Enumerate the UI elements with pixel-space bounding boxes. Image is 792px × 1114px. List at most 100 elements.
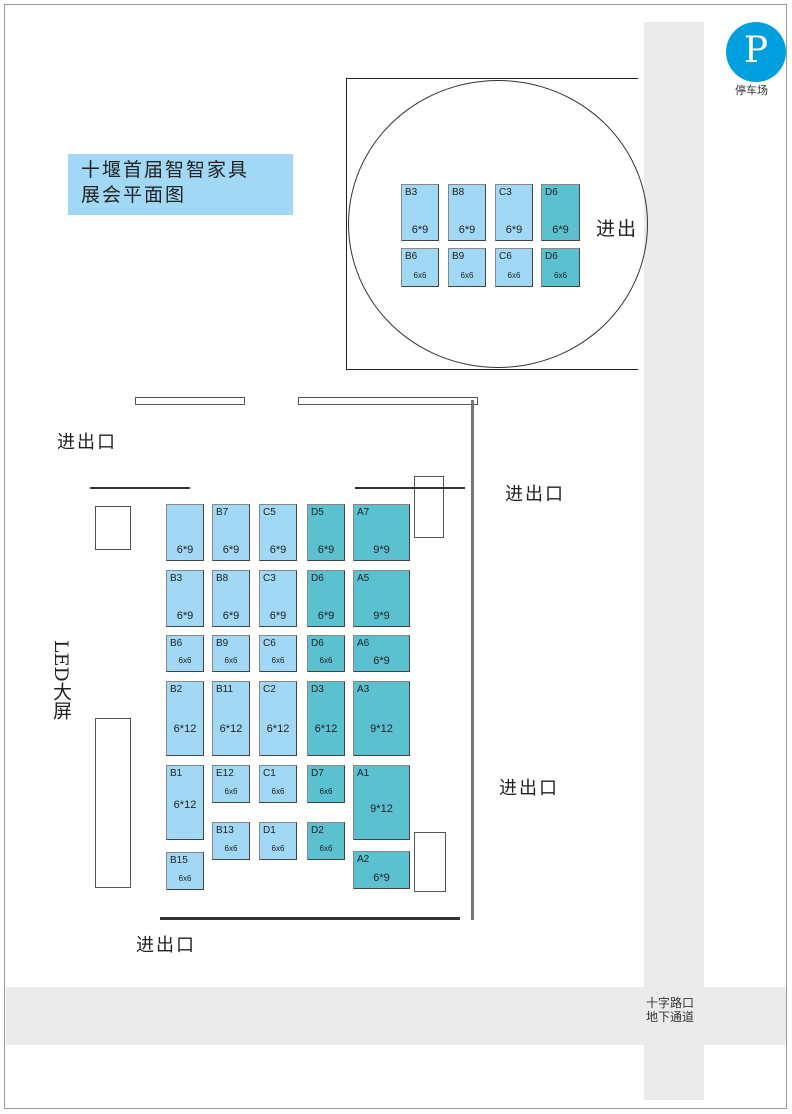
booth-id: B1 [170,768,183,779]
stair-right [414,832,446,892]
booth-id: B8 [452,187,465,198]
booth-id: D6 [311,573,324,584]
circular-hall [348,80,648,368]
booth[interactable]: B8 6*9 [212,570,250,627]
booth-id: E12 [216,768,234,779]
stair-left [95,718,131,888]
booth-size: 6x6 [271,787,285,796]
booth-id: B13 [216,825,234,836]
booth-size: 6*9 [176,610,194,622]
wall-right [471,400,474,920]
wall-top-left [135,397,245,405]
underpass-line: 地下通道 [646,1010,695,1024]
booth[interactable]: B15 6x6 [166,852,204,890]
booth-id: B9 [216,638,229,649]
booth[interactable]: A1 9*12 [353,765,410,840]
booth-size: 6*9 [176,544,194,556]
wall-top-right [298,397,478,405]
booth-id: D6 [545,251,558,262]
booth-id: B3 [170,573,183,584]
booth[interactable]: B3 6*9 [166,570,204,627]
booth-id: A1 [357,768,370,779]
booth-size: 6*9 [222,610,240,622]
booth-id: C1 [263,768,276,779]
road-vertical [644,22,704,1100]
entrance-label-right-bottom: 进出口 [499,778,559,799]
booth-size: 6x6 [178,874,192,883]
room-left-top [95,506,131,550]
booth-id: D2 [311,825,324,836]
booth-size: 6*9 [317,610,335,622]
booth-id: A3 [357,684,370,695]
booth-size: 6*12 [173,723,197,735]
booth[interactable]: D6 6x6 [541,248,580,287]
booth-size: 6x6 [507,271,521,280]
parking-label: 停车场 [735,84,768,97]
booth-size: 6*9 [373,655,390,667]
booth[interactable]: C1 6x6 [259,765,297,803]
booth-id: B8 [216,573,229,584]
entrance-label-bottom: 进出口 [136,935,196,956]
wall-bottom [160,917,460,920]
underpass-line: 十字路口 [646,996,695,1010]
booth-size: 6*9 [458,224,476,236]
booth[interactable]: D3 6*12 [307,681,345,756]
booth[interactable]: B8 6*9 [448,184,486,241]
booth-size: 6*9 [373,872,390,884]
booth-id: D6 [545,187,558,198]
booth-id: D5 [311,507,324,518]
booth-id: C5 [263,507,276,518]
road-horizontal [6,987,786,1045]
booth-size: 6x6 [554,271,567,280]
booth-id: A5 [357,573,370,584]
booth-id: D1 [263,825,276,836]
booth-id: C3 [499,187,512,198]
title-line: 展会平面图 [81,184,187,206]
page-title: 十堰首届智智家具展会平面图 [68,154,293,215]
booth-size: 6x6 [224,844,238,853]
booth-id: D3 [311,684,324,695]
booth-size: 6x6 [178,656,192,665]
booth[interactable]: 6*9 [166,504,204,561]
booth-size: 6x6 [319,787,333,796]
booth-size: 6x6 [460,271,474,280]
booth-size: 6*9 [411,224,429,236]
booth-id: B15 [170,855,188,866]
page-border [4,4,787,1109]
title-line: 十堰首届智智家具 [81,159,250,181]
booth[interactable]: B13 6x6 [212,822,250,860]
booth-size: 6*12 [314,723,338,735]
wall-top-inner [90,487,190,489]
booth-size: 9*12 [370,803,393,815]
parking-icon: P [726,22,786,82]
booth-size: 6*9 [269,610,287,622]
booth[interactable]: D6 6*9 [307,570,345,627]
